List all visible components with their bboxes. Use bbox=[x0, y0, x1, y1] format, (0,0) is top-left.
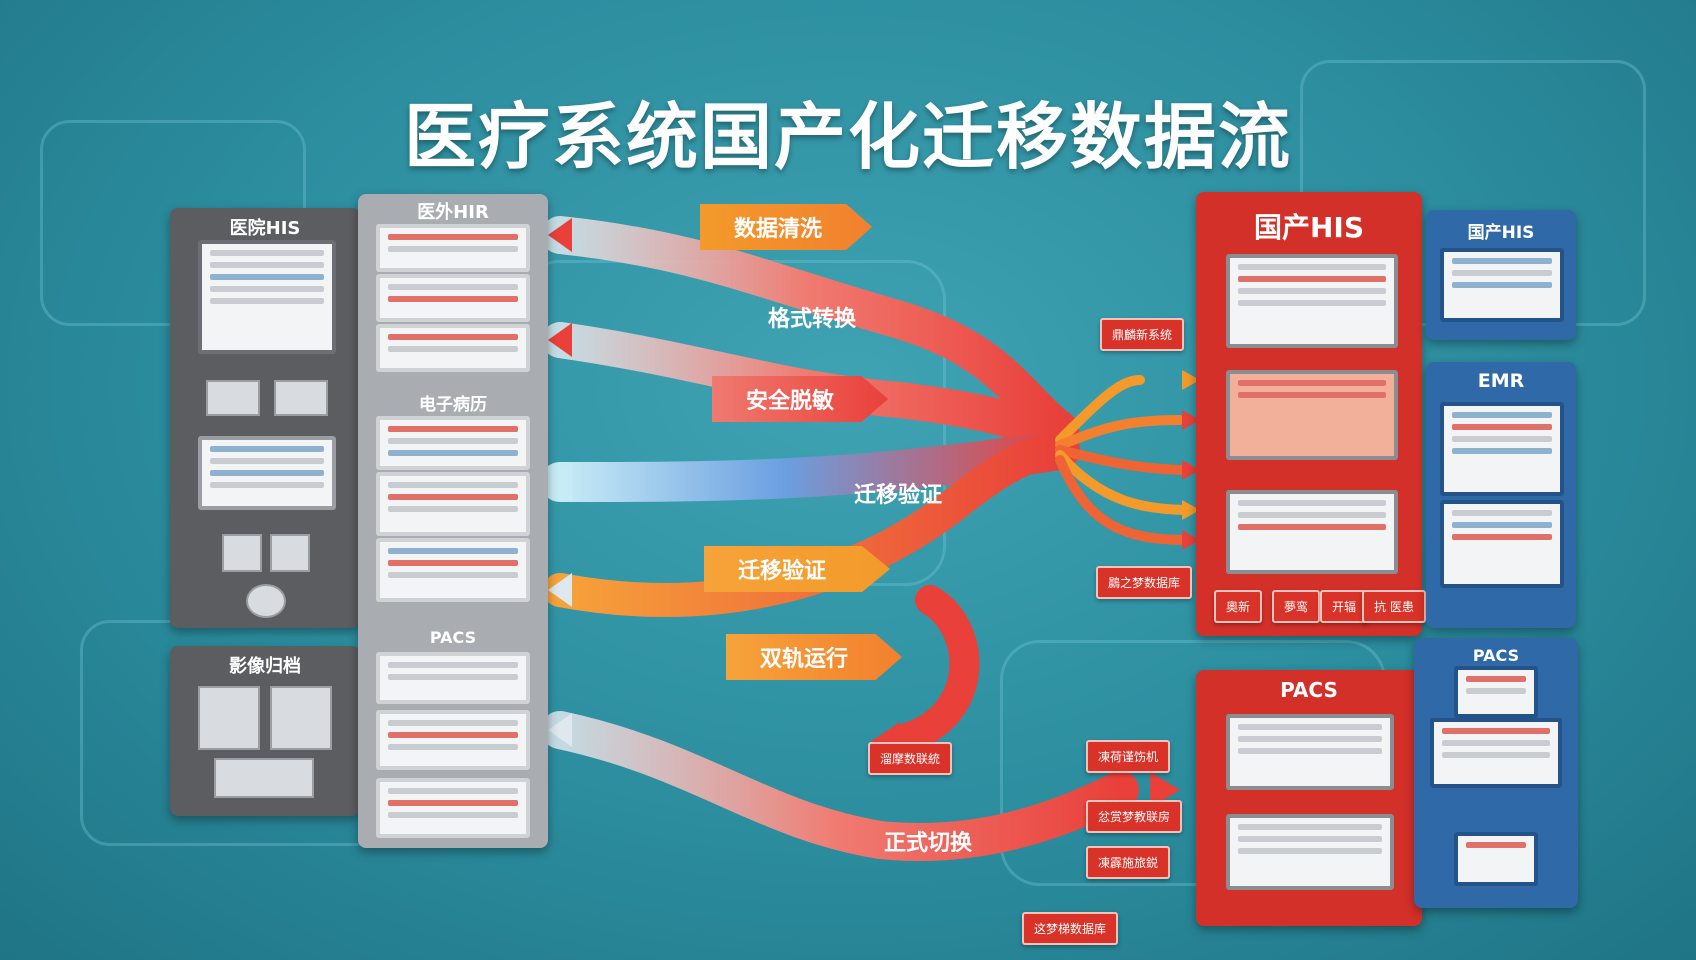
target-pacs-blue-label: PACS bbox=[1472, 646, 1520, 665]
target-pacs-screen-2 bbox=[1226, 814, 1394, 890]
tag-t5: 开辐 bbox=[1320, 590, 1369, 623]
stage-cleanse: 数据清洗 bbox=[700, 204, 872, 250]
stage-verify-2: 迁移验证 bbox=[704, 546, 890, 592]
tag-t4: 夢鸾 bbox=[1272, 590, 1321, 623]
stage-verify-1-label: 迁移验证 bbox=[854, 483, 943, 508]
tag-t9: 忿赏梦教联房 bbox=[1086, 800, 1183, 833]
source-archive-label: 影像归档 bbox=[229, 656, 301, 677]
arrow-head-left-4 bbox=[548, 573, 572, 607]
arrow-head-left-1 bbox=[548, 218, 572, 252]
his-table-screen bbox=[198, 436, 336, 510]
stage-format-label: 格式转换 bbox=[768, 307, 857, 332]
stage-verify-1: 迁移验证 bbox=[820, 470, 980, 516]
pacs-blue-screen-3 bbox=[1454, 832, 1538, 886]
hir-screen-1 bbox=[376, 224, 530, 272]
pacs-screen-3 bbox=[376, 778, 530, 838]
target-pacs-blue-panel: PACS bbox=[1414, 638, 1578, 908]
target-pacs-screen-1 bbox=[1226, 714, 1394, 790]
emr-screen-3 bbox=[376, 538, 530, 602]
source-pacs-label: PACS bbox=[429, 628, 477, 647]
flow-fan-5 bbox=[1055, 455, 1195, 545]
arrow-head-left-2 bbox=[548, 323, 572, 357]
target-his-screen-1 bbox=[1226, 254, 1398, 348]
archive-grid-tile bbox=[214, 758, 314, 798]
flow-fan-2 bbox=[1055, 415, 1185, 450]
his-module-tile bbox=[274, 380, 328, 416]
target-his-screen-3 bbox=[1226, 490, 1398, 574]
flow-band-5 bbox=[541, 711, 1139, 861]
pacs-blue-screen-1 bbox=[1454, 666, 1538, 718]
tag-t1: 鼎麟新系统 bbox=[1100, 318, 1185, 351]
target-pacs-panel: PACS bbox=[1196, 670, 1422, 926]
arrow-head-cutover bbox=[1150, 772, 1180, 808]
stage-cutover: 正式切换 bbox=[850, 818, 1020, 864]
emr-blue-screen-2 bbox=[1440, 500, 1564, 588]
source-emr-label: 电子病历 bbox=[419, 395, 487, 415]
page-title: 医疗系统国产化迁移数据流 bbox=[403, 95, 1292, 179]
source-hir-panel: 医外HIR 电子病历 PACS bbox=[358, 194, 548, 848]
stage-desensitize: 安全脱敏 bbox=[712, 376, 888, 422]
tag-t10: 凍霹施旅鋭 bbox=[1086, 846, 1171, 879]
emr-blue-screen-1 bbox=[1440, 402, 1564, 496]
tag-t7: 溜摩数联統 bbox=[868, 742, 953, 775]
archive-grid-tile bbox=[198, 686, 260, 750]
source-his-panel: 医院HIS bbox=[170, 208, 360, 628]
target-emr-label: EMR bbox=[1477, 370, 1525, 392]
arrow-head-right-4 bbox=[1182, 500, 1200, 520]
arrow-head-right-5 bbox=[1182, 530, 1200, 550]
stage-cleanse-label: 数据清洗 bbox=[734, 217, 823, 242]
stage-format: 格式转换 bbox=[740, 294, 890, 340]
target-emr-panel: EMR bbox=[1426, 362, 1576, 628]
target-his-label: 国产HIS bbox=[1253, 211, 1365, 244]
hir-screen-3 bbox=[376, 324, 530, 372]
arrow-head-left-5 bbox=[548, 713, 572, 747]
arrow-head-right-2 bbox=[1182, 410, 1200, 430]
flow-loop bbox=[885, 585, 980, 755]
hir-screen-2 bbox=[376, 274, 530, 322]
target-pacs-label: PACS bbox=[1280, 678, 1338, 702]
arrow-head-left-3 bbox=[546, 463, 572, 501]
stage-dual-run: 双轨运行 bbox=[726, 634, 902, 680]
his-module-tile bbox=[206, 380, 260, 416]
flow-fan-1 bbox=[1055, 375, 1145, 445]
his-module-tile bbox=[270, 534, 310, 572]
archive-grid-tile bbox=[270, 686, 332, 750]
tag-t11: 这梦梯数据库 bbox=[1022, 912, 1119, 945]
flow-band-3 bbox=[540, 430, 1080, 502]
arrow-head-right-1 bbox=[1182, 370, 1200, 390]
his-monitor-screen bbox=[198, 240, 336, 354]
tag-t3: 奧新 bbox=[1214, 590, 1263, 623]
tag-t8: 凍荷谨饬机 bbox=[1086, 740, 1171, 773]
his-camera-icon bbox=[246, 584, 286, 618]
target-his-panel: 国产HIS 奧新 夢鸾 开辐 抗 医患 bbox=[1196, 192, 1426, 636]
emr-screen-1 bbox=[376, 416, 530, 470]
source-archive-panel: 影像归档 bbox=[170, 646, 360, 816]
target-his-blue-label: 国产HIS bbox=[1467, 223, 1535, 243]
tag-t2: 鷐之梦数据库 bbox=[1096, 566, 1193, 599]
flow-band-1 bbox=[541, 216, 1079, 449]
pacs-screen-1 bbox=[376, 652, 530, 704]
tag-t6: 抗 医患 bbox=[1362, 590, 1426, 623]
blue-his-screen bbox=[1440, 248, 1564, 322]
stage-verify-2-label: 迁移验证 bbox=[738, 559, 827, 584]
source-hir-label: 医外HIR bbox=[417, 202, 489, 223]
flow-fan-3 bbox=[1055, 445, 1195, 475]
arrow-head-right-3 bbox=[1182, 460, 1200, 480]
target-his-blue-panel: 国产HIS bbox=[1426, 210, 1576, 340]
stage-dual-run-label: 双轨运行 bbox=[760, 647, 849, 672]
source-his-label: 医院HIS bbox=[229, 218, 301, 239]
emr-screen-2 bbox=[376, 472, 530, 536]
his-module-tile bbox=[222, 534, 262, 572]
flow-fan-4 bbox=[1055, 450, 1195, 515]
pacs-blue-screen-2 bbox=[1430, 718, 1562, 788]
target-his-screen-2 bbox=[1226, 370, 1398, 460]
pacs-screen-2 bbox=[376, 710, 530, 770]
flow-band-4 bbox=[543, 433, 1077, 617]
stage-desensitize-label: 安全脱敏 bbox=[746, 389, 835, 414]
stage-cutover-label: 正式切换 bbox=[884, 831, 973, 856]
